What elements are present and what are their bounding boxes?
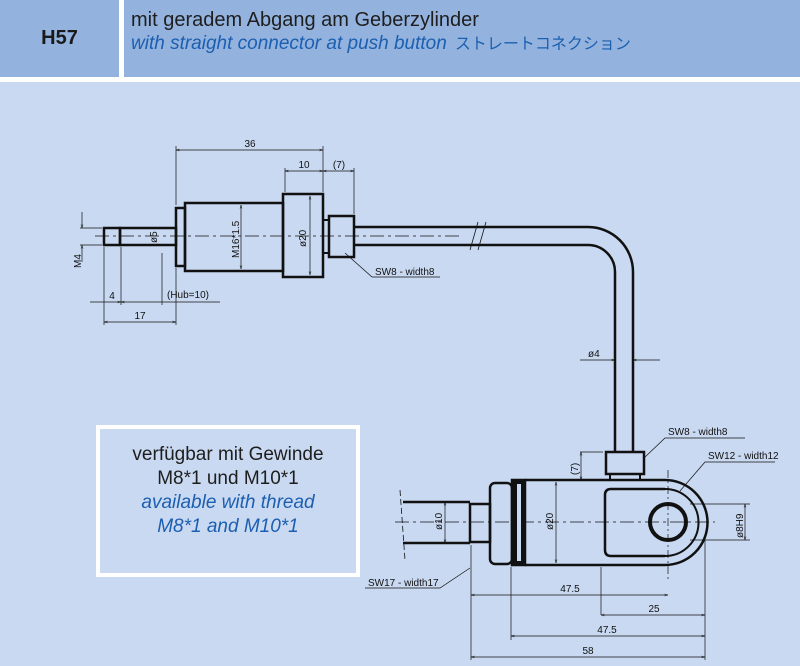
header-separator [0,77,800,82]
rod-tip [102,226,122,247]
clevis-slot [603,487,665,558]
dim-17: 17 [134,311,146,322]
title-english-text: with straight connector at push button [131,33,447,54]
header-bar: H57 mit geradem Abgang am Geberzylinder … [0,0,800,77]
label-sw17: SW17 - width17 [368,578,439,589]
dim-d8h9: ø8H9 [735,513,746,538]
title-japanese: ストレートコネクション [454,36,631,53]
dim-d20-top: ø20 [298,229,309,247]
dim-7-top: (7) [333,160,345,171]
dim-36: 36 [244,139,256,150]
note-en-line2: M8*1 and M10*1 [157,516,299,537]
tube-inner [354,243,617,452]
nut-sw8 [327,214,356,259]
clevis-view: (7) SW8 - width8 SW12 - width12 ø10 ø20 … [365,427,779,660]
label-sw8-bottom: SW8 - width8 [668,427,728,438]
dim-10: 10 [298,160,310,171]
label-sw12: SW12 - width12 [708,451,779,462]
break-mark [469,221,487,251]
label-sw8-top: SW8 - width8 [375,267,435,278]
technical-drawing: 36 10 (7) M4 ø5 M16*1.5 ø20 4 (Hub=10) 1… [73,139,779,660]
dim-4: 4 [109,291,115,302]
dim-47-5-b: 47.5 [597,625,617,636]
dim-d10: ø10 [434,512,445,530]
dim-hub: (Hub=10) [167,290,209,301]
threaded-rod [403,500,470,545]
dim-25: 25 [648,604,660,615]
lock-nut-sw17 [488,481,514,566]
master-cylinder-view: 36 10 (7) M4 ø5 M16*1.5 ø20 4 (Hub=10) 1… [73,139,660,452]
note-en-line1: available with thread [141,492,315,513]
header-divider [119,0,124,77]
dim-58: 58 [582,646,594,657]
title-english: with straight connector at push button スト… [131,32,631,57]
dim-d20-bottom: ø20 [545,512,556,530]
nut-sw8-bottom [604,450,646,476]
dim-m16: M16*1.5 [231,220,242,258]
dim-m4: M4 [73,254,84,268]
dim-47-5-a: 47.5 [560,584,580,595]
flange [174,206,187,268]
product-code: H57 [41,27,78,49]
thread-availability-note: verfügbar mit Gewinde M8*1 und M10*1 ava… [96,425,360,577]
note-de-line2: M8*1 und M10*1 [157,468,299,489]
dim-d4: ø4 [588,349,600,360]
dim-7-bottom: (7) [570,463,581,475]
header-title: mit geradem Abgang am Geberzylinder with… [131,8,631,57]
tube-outer [354,225,635,452]
dim-d5: ø5 [149,231,160,243]
title-german: mit geradem Abgang am Geberzylinder [131,9,479,31]
piston-rod [118,226,178,247]
note-de-line1: verfügbar mit Gewinde [132,444,324,465]
clevis-body [525,478,709,567]
